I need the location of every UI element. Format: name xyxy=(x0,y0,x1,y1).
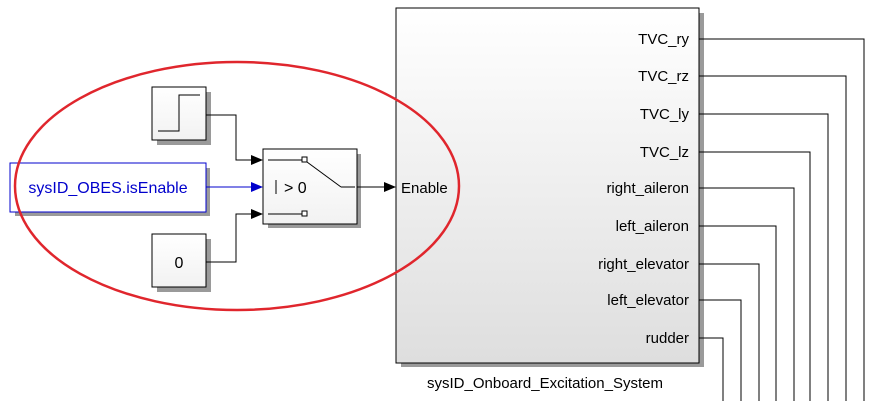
signal-line xyxy=(699,113,829,401)
output-port-label: TVC_lz xyxy=(640,144,689,161)
output-port-label: TVC_ry xyxy=(638,31,689,48)
output-port-label: left_aileron xyxy=(616,218,689,235)
output-port-label: rudder xyxy=(646,330,689,347)
output-port-labels: TVC_ry TVC_rz TVC_ly TVC_lz right_ailero… xyxy=(598,31,689,347)
signal-line xyxy=(699,337,724,401)
enable-port-label: Enable xyxy=(401,180,448,197)
signal-line xyxy=(699,187,795,401)
output-signal-lines[interactable] xyxy=(699,38,865,401)
arrowhead xyxy=(251,209,263,219)
signal-line xyxy=(699,75,847,401)
output-port-label: TVC_rz xyxy=(638,68,689,85)
signal-line xyxy=(699,263,760,401)
subsystem-name: sysID_Onboard_Excitation_System xyxy=(427,375,663,392)
from-block-label: sysID_OBES.isEnable xyxy=(28,180,187,197)
from-block[interactable] xyxy=(9,162,210,216)
constant-block[interactable] xyxy=(151,233,211,292)
arrowhead xyxy=(251,155,263,165)
switch-criteria-label: > 0 xyxy=(284,180,307,197)
constant-value: 0 xyxy=(175,255,184,272)
arrowhead xyxy=(384,182,396,192)
signal-line xyxy=(699,225,777,401)
output-port-label: right_elevator xyxy=(598,256,689,273)
signal-line xyxy=(206,213,254,263)
output-port-label: left_elevator xyxy=(607,292,689,309)
input-signal-lines[interactable] xyxy=(206,114,396,263)
step-icon xyxy=(158,94,200,132)
subsystem-block[interactable] xyxy=(395,7,704,367)
signal-line xyxy=(206,114,254,161)
annotation-ellipse xyxy=(13,60,461,312)
output-port-label: right_aileron xyxy=(606,180,689,197)
step-block[interactable] xyxy=(151,86,211,145)
switch-block[interactable] xyxy=(262,148,361,228)
signal-line xyxy=(699,38,865,401)
arrowhead xyxy=(251,182,263,192)
signal-line xyxy=(699,151,811,401)
signal-line xyxy=(699,299,742,401)
output-port-label: TVC_ly xyxy=(640,106,690,123)
